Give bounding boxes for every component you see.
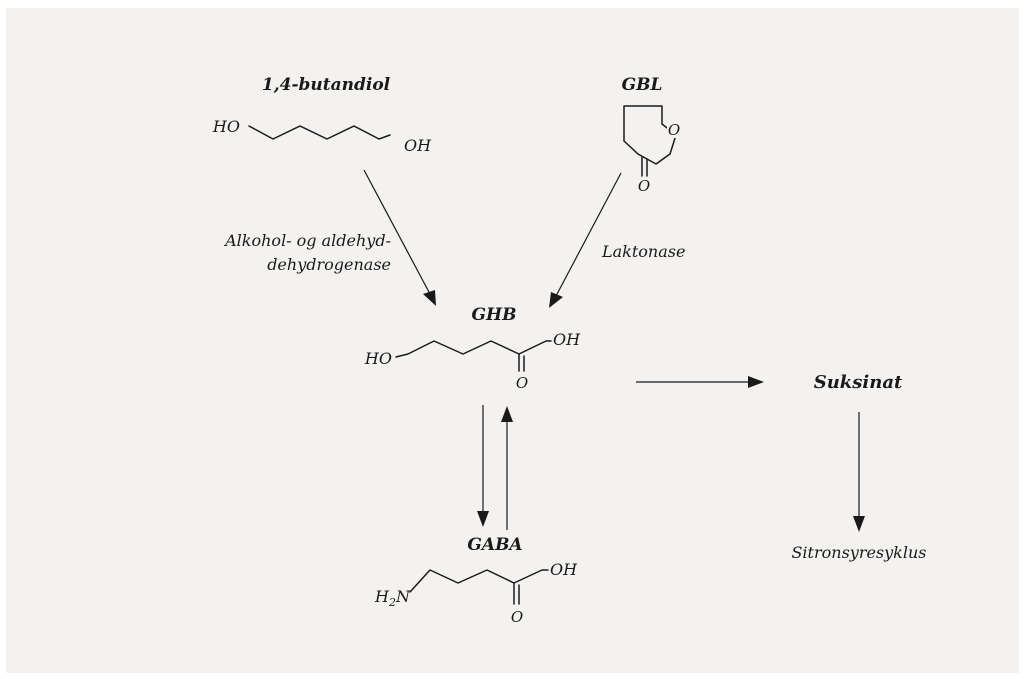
arrow-gaba-to-ghb-head (501, 406, 513, 422)
gaba-carbonyl-o: O (511, 608, 523, 626)
panel-background (6, 8, 1019, 673)
gbl-title: GBL (622, 75, 663, 95)
gaba-title: GABA (467, 535, 522, 555)
gaba-acid-oh: OH (550, 560, 578, 579)
ghb-carbonyl-o: O (516, 374, 528, 392)
diagram-panel: 1,4-butandiol HO OH GBL O O Alkohol- og … (6, 8, 1019, 673)
gaba-amine-sub: 2 (388, 596, 396, 609)
gbl-o-mask (667, 120, 681, 138)
ghb-chain (395, 340, 552, 358)
gaba-amine-label: H2N (374, 587, 411, 609)
ghb-title: GHB (472, 305, 517, 325)
ghb-acid-oh: OH (553, 330, 581, 349)
arrow-gbl-to-ghb (555, 172, 622, 297)
arrow-ghb-to-suksinat-head (748, 376, 764, 388)
gaba-chain (409, 569, 549, 593)
sitronsyresyklus-label: Sitronsyresyklus (791, 543, 926, 562)
arrow-ghb-to-gaba-head (477, 511, 489, 527)
suksinat-label: Suksinat (814, 372, 903, 393)
gaba-amine-n: N (395, 587, 411, 606)
gbl-ring (623, 105, 677, 165)
enzyme-alkohol-line2: dehydrogenase (267, 255, 391, 274)
butanediol-oh-label: OH (404, 136, 432, 155)
enzyme-laktonase: Laktonase (601, 242, 685, 261)
butanediol-title: 1,4-butandiol (262, 75, 391, 95)
gaba-amine-h: H (374, 587, 390, 606)
ghb-ho-label: HO (364, 349, 392, 368)
metabolism-diagram: 1,4-butandiol HO OH GBL O O Alkohol- og … (6, 8, 1019, 673)
arrow-butanediol-to-ghb (363, 169, 431, 295)
butanediol-chain (248, 125, 391, 140)
arrow-gbl-head (549, 292, 563, 308)
arrow-suksinat-to-cycle-head (853, 516, 865, 532)
enzyme-alkohol-line1: Alkohol- og aldehyd- (223, 231, 391, 250)
gbl-carbonyl-o: O (638, 177, 650, 195)
gbl-ring-o: O (668, 121, 680, 139)
butanediol-ho-label: HO (212, 117, 240, 136)
arrow-butanediol-head (423, 290, 436, 306)
